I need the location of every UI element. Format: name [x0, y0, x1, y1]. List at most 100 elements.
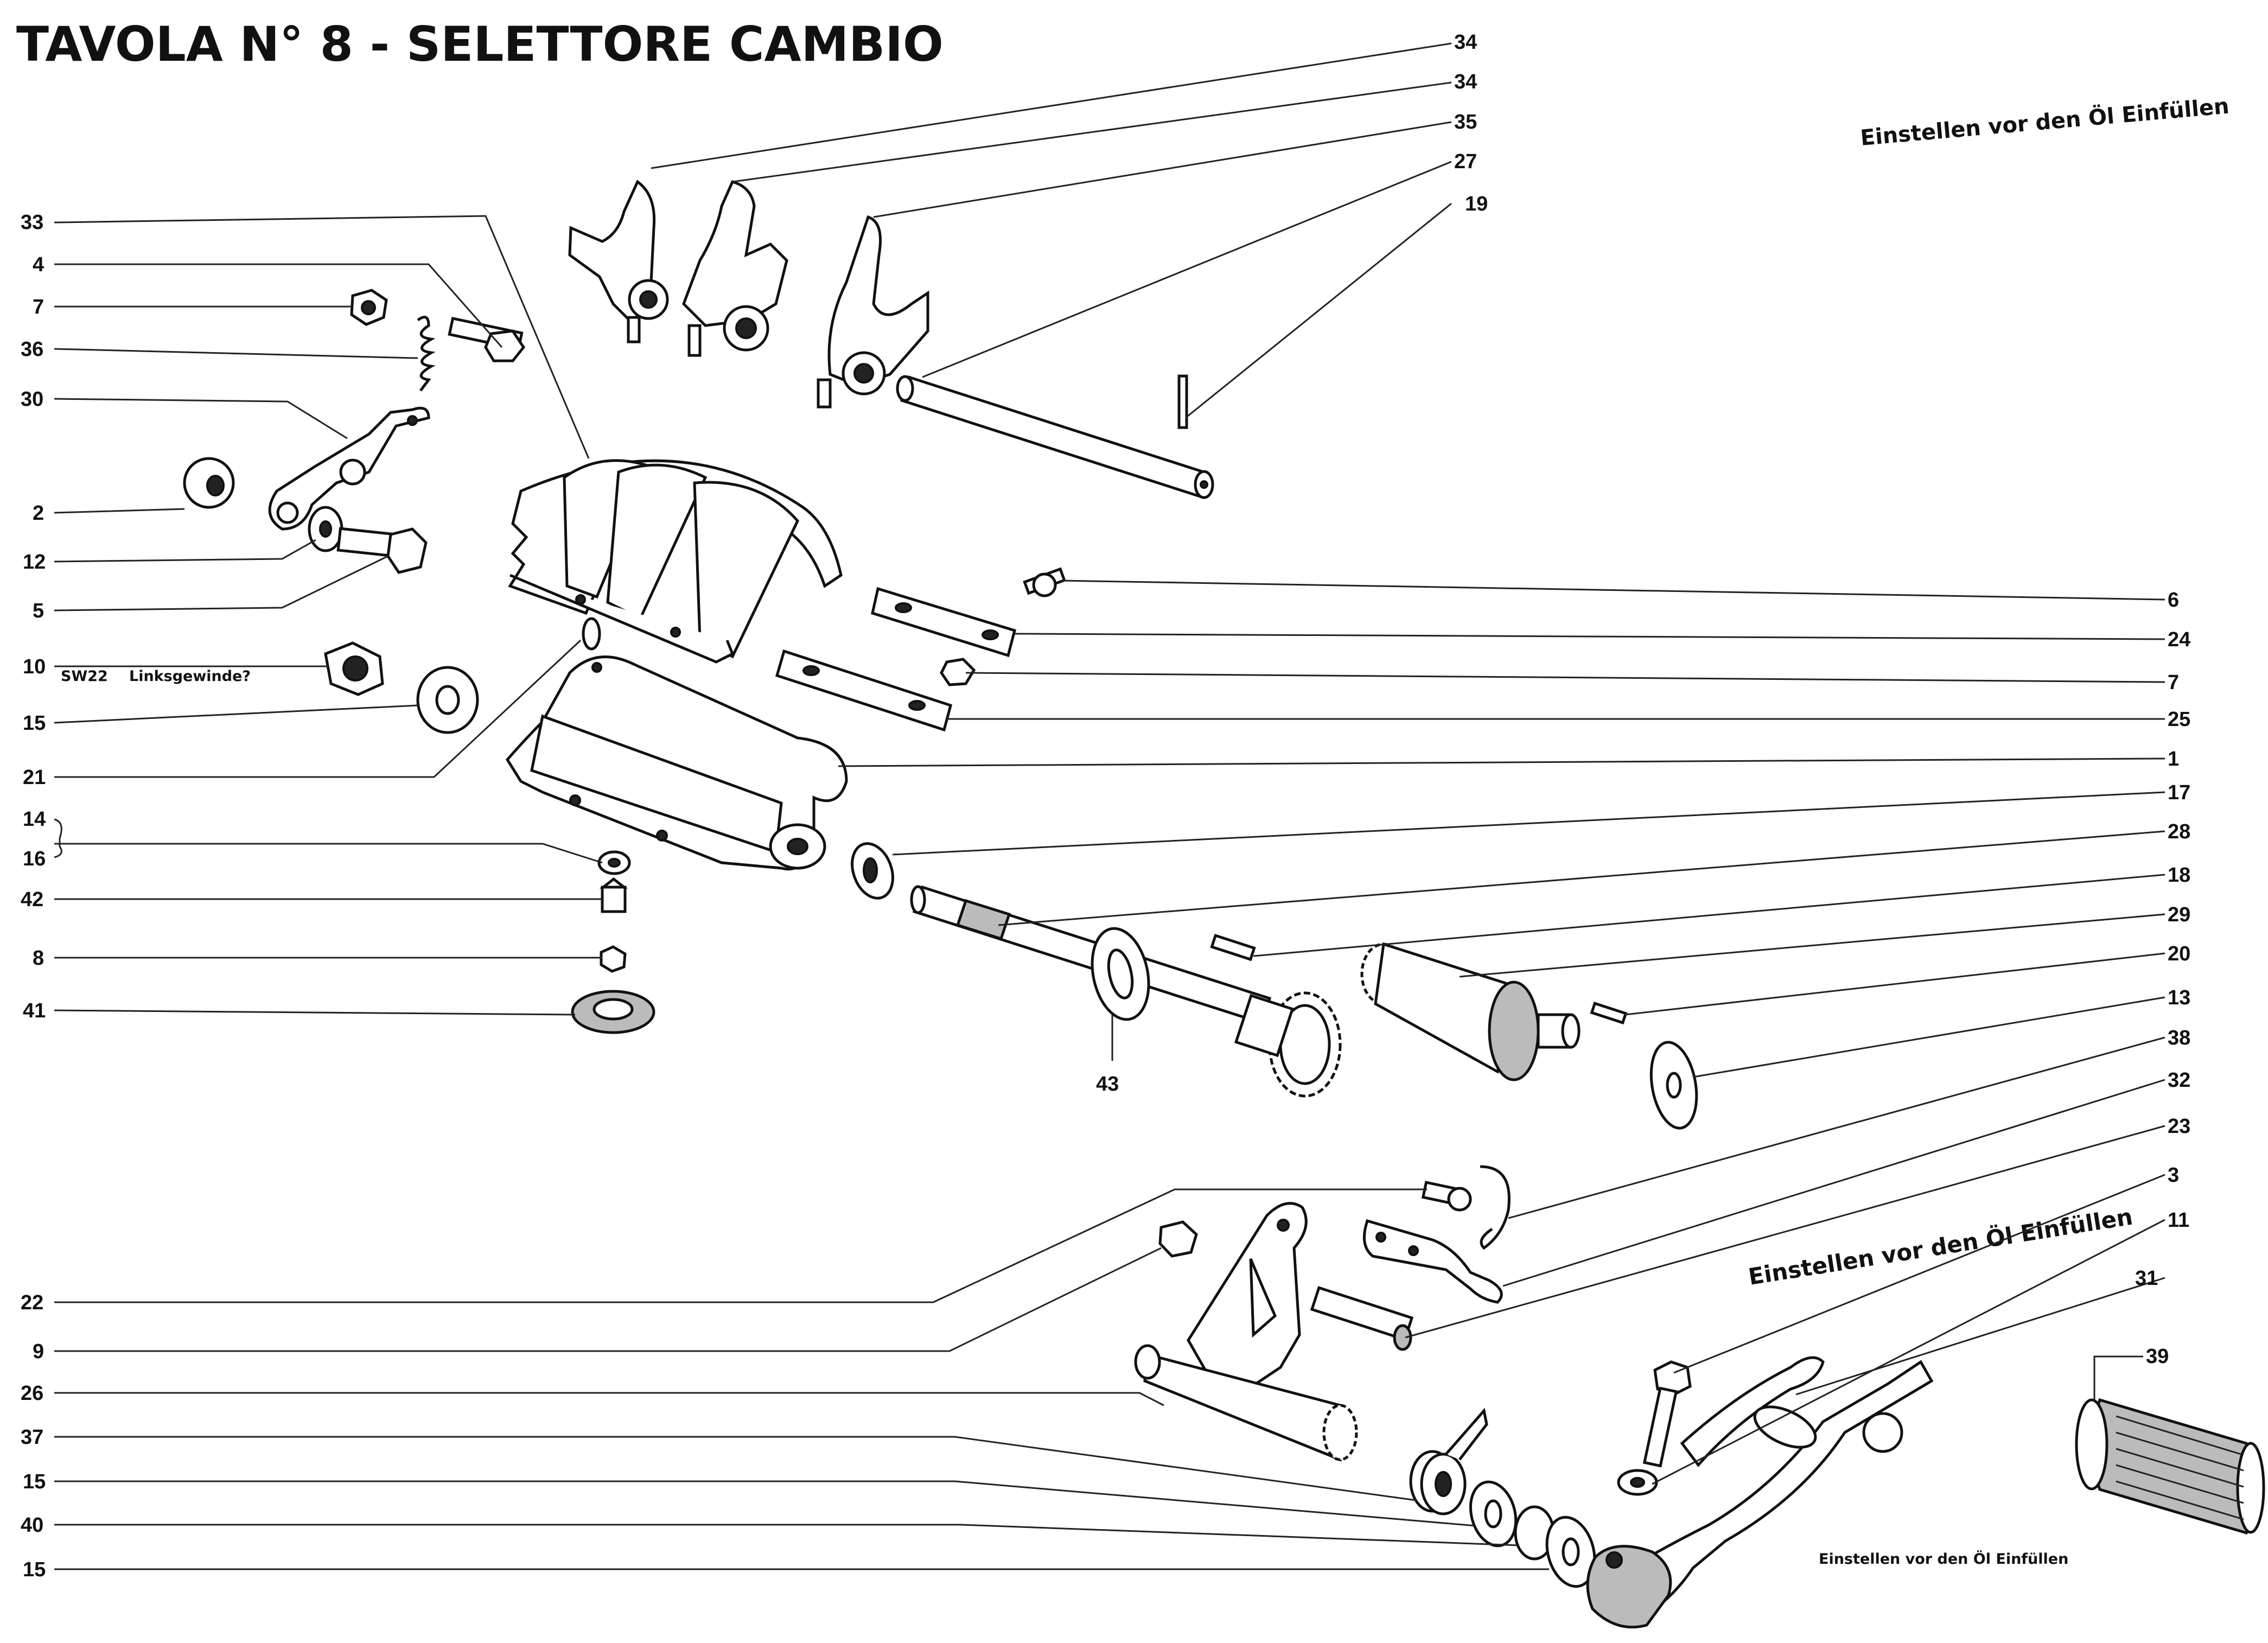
sleeve-29 [1360, 942, 1581, 1081]
note-adjust-mid: Einstellen vor den Öl Einfüllen [1747, 1202, 2135, 1290]
washer-17 [851, 842, 894, 900]
shift-shaft-26 [1134, 1344, 1358, 1462]
callout-right-38: 38 [2168, 1027, 2190, 1049]
washer-14-16 [597, 850, 631, 875]
callout-bottom-15b: 15 [23, 1558, 46, 1581]
note-adjust-top: Einstellen vor den Öl Einfüllen [1859, 93, 2231, 151]
callout-right-11: 11 [2168, 1209, 2189, 1232]
callout-left-10: 10 [23, 655, 46, 678]
callout-bottom-37: 37 [21, 1426, 43, 1449]
shift-fork-34b [682, 180, 788, 357]
bolt-11 [1642, 1360, 1692, 1468]
screw-6 [1023, 567, 1066, 597]
callout-top-34a: 34 [1454, 31, 1477, 54]
callout-top-27: 27 [1454, 150, 1477, 173]
callout-left-7: 7 [33, 296, 44, 319]
callout-right-13: 13 [2168, 986, 2190, 1009]
spring-36 [417, 315, 436, 392]
nut-8 [600, 945, 627, 973]
callout-bottom-15a: 15 [23, 1470, 46, 1493]
callout-left-4: 4 [33, 253, 44, 276]
callout-bottom-9: 9 [33, 1340, 44, 1363]
callout-bottom-26: 26 [21, 1382, 43, 1405]
shaft-gear [1234, 991, 1342, 1098]
pedal-rubber-39 [2075, 1398, 2265, 1535]
cap-41 [571, 990, 655, 1034]
leader-lines [54, 42, 2165, 1570]
callout-left-33: 33 [21, 211, 43, 234]
callout-right-20: 20 [2168, 943, 2190, 965]
callout-pedal-39: 39 [2146, 1345, 2169, 1368]
callout-left-41: 41 [23, 999, 46, 1022]
nut-9 [1158, 1220, 1198, 1258]
callout-right-32: 32 [2168, 1069, 2190, 1092]
washer-15c [1545, 1515, 1596, 1588]
note-left-thread: Linksgewinde? [129, 668, 251, 685]
callout-bottom-22: 22 [21, 1291, 43, 1314]
spring-37 [1409, 1408, 1488, 1515]
callout-left-15: 15 [23, 712, 46, 735]
callout-top-35: 35 [1454, 111, 1477, 133]
pin-21 [582, 617, 601, 651]
bracket-30 [268, 406, 430, 531]
pin-19 [1177, 374, 1188, 429]
washer-13 [1649, 1041, 1698, 1130]
callout-right-23: 23 [2168, 1115, 2190, 1138]
washer-11 [1617, 1469, 1658, 1496]
adjust-plate-24 [871, 587, 1017, 658]
fork-rod-27 [896, 375, 1214, 499]
callout-right-17: 17 [2168, 781, 2190, 804]
callout-left-12: 12 [23, 551, 46, 574]
callout-top-19: 19 [1465, 193, 1488, 215]
drum-housing-1 [505, 655, 848, 871]
bolt-4 [448, 316, 526, 362]
callout-right-18: 18 [2168, 864, 2190, 887]
callout-right-7: 7 [2168, 671, 2179, 694]
callout-right-25: 25 [2168, 708, 2190, 731]
callout-left-8: 8 [33, 947, 44, 970]
page-title: TAVOLA N° 8 - SELETTORE CAMBIO [16, 16, 944, 72]
callout-right-31: 31 [2135, 1267, 2158, 1290]
callout-left-36: 36 [21, 338, 43, 361]
callout-left-14: 14 [23, 808, 46, 831]
pin-18 [1210, 933, 1256, 961]
shift-fork-35 [817, 215, 929, 409]
callout-right-6: 6 [2168, 589, 2179, 612]
callout-top-34b: 34 [1454, 71, 1477, 93]
gear-lever-31 [1586, 1356, 1934, 1629]
callout-bottom-40: 40 [21, 1514, 43, 1537]
callout-left-30: 30 [21, 388, 43, 411]
washer-15b [1469, 1480, 1518, 1548]
shaft-washer-43 [1091, 927, 1150, 1021]
screw-38 [1421, 1181, 1472, 1212]
shift-bracket-22 [1187, 1202, 1308, 1391]
shift-fork-34a [568, 180, 669, 343]
callout-right-29: 29 [2168, 903, 2190, 926]
washer-12 [308, 506, 343, 552]
nut-7b [940, 658, 976, 686]
callout-numbers: 34 34 35 27 19 33 4 7 36 30 2 12 5 10 15… [21, 31, 2190, 1581]
lever-23 [1362, 1219, 1503, 1304]
callout-right-28: 28 [2168, 820, 2190, 843]
callout-right-24: 24 [2168, 628, 2190, 651]
callout-left-21: 21 [23, 766, 46, 789]
pin-3 [1310, 1286, 1414, 1351]
selector-cam-33 [508, 459, 843, 664]
note-adjust-bottom: Einstellen vor den Öl Einfüllen [1819, 1550, 2068, 1568]
callout-left-42: 42 [21, 888, 43, 911]
pin-20 [1590, 1002, 1628, 1024]
callout-left-2: 2 [33, 502, 44, 525]
callout-left-5: 5 [33, 600, 44, 622]
spring-32 [1480, 1165, 1511, 1250]
note-sw22: SW22 [61, 668, 108, 685]
adjust-plate-25 [775, 649, 953, 732]
callout-right-3: 3 [2168, 1164, 2179, 1187]
callout-right-1: 1 [2168, 748, 2179, 770]
callout-shaft-43: 43 [1096, 1073, 1119, 1096]
callout-left-16: 16 [23, 848, 46, 870]
bolt-42 [599, 877, 628, 913]
sleeve-nut-2 [183, 457, 235, 509]
nut-10 [324, 641, 384, 696]
